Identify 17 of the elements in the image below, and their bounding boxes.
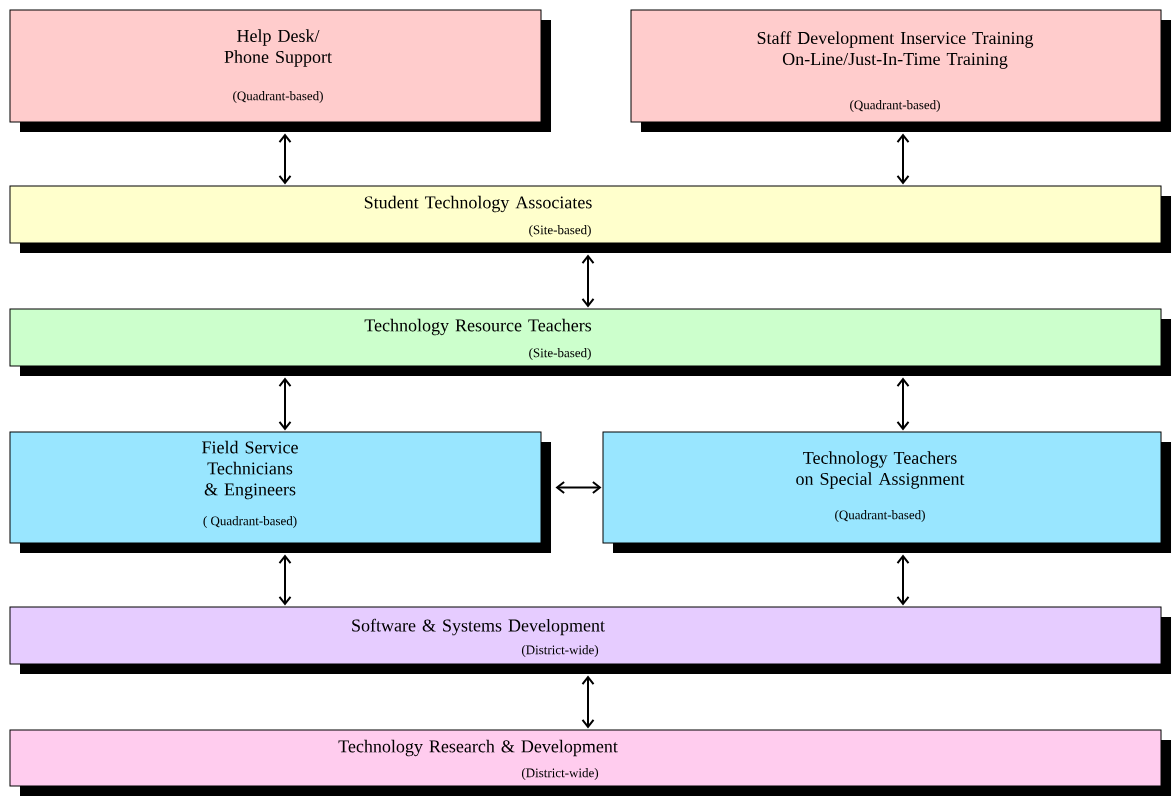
process-box: Technology Resource Teachers (Site-based) — [9, 308, 1171, 376]
process-box: Help Desk/ Phone Support (Quadrant-based) — [9, 9, 551, 132]
arrow — [278, 554, 292, 606]
arrow — [278, 377, 292, 431]
process-box: Software & Systems Development (District-wide) — [9, 606, 1171, 674]
arrow — [555, 481, 602, 494]
arrow — [896, 133, 910, 185]
process-box: Student Technology Associates (Site-based) — [9, 185, 1171, 253]
process-box: Technology Research & Development (District-wide) — [9, 729, 1171, 796]
arrow — [581, 675, 595, 729]
arrow — [896, 377, 910, 431]
process-box: Staff Development Inservice Training On-Line/Just-In-Time Training (Quadrant-based) — [630, 9, 1171, 132]
process-box: Technology Teachers on Special Assignment (Quadrant-based) — [602, 431, 1171, 553]
arrow — [278, 133, 292, 185]
process-box: Field Service Technicians & Engineers ( Quadrant-based) — [9, 431, 551, 553]
arrow — [581, 254, 595, 308]
arrow — [896, 554, 910, 606]
